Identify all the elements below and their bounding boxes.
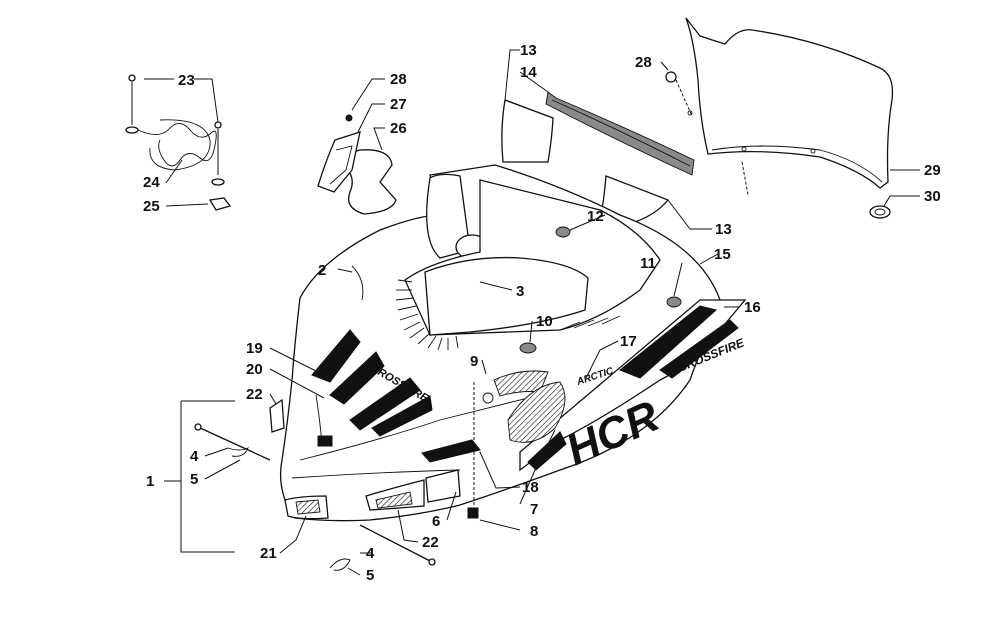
callout-24: 24 — [143, 174, 160, 191]
hood-body — [279, 164, 721, 522]
callout-26: 26 — [390, 120, 407, 137]
tether-cable — [125, 74, 232, 211]
windshield — [685, 17, 894, 189]
callout-9: 9 — [470, 353, 478, 370]
hood-pin-upper — [194, 423, 271, 461]
callout-28: 28 — [390, 71, 407, 88]
callout-23: 23 — [178, 72, 195, 89]
callout-8: 8 — [530, 523, 538, 540]
nose-lens — [284, 495, 329, 520]
callout-5-b: 5 — [366, 567, 374, 584]
callout-13-b: 13 — [715, 221, 732, 238]
callout-13: 13 — [520, 42, 537, 59]
callout-10: 10 — [536, 313, 553, 330]
callouts: 23 24 25 28 27 26 13 14 28 29 30 12 13 2… — [143, 42, 941, 584]
callout-18: 18 — [522, 479, 539, 496]
callout-17: 17 — [620, 333, 637, 350]
leader-lines — [144, 49, 920, 576]
hood-pin-lower — [329, 524, 436, 571]
callout-4-b: 4 — [366, 545, 375, 562]
callout-19: 19 — [246, 340, 263, 357]
fastener-9 — [467, 382, 494, 519]
callout-29: 29 — [924, 162, 941, 179]
callout-22-b: 22 — [422, 534, 439, 551]
callout-25: 25 — [143, 198, 160, 215]
callout-30: 30 — [924, 188, 941, 205]
callout-5: 5 — [190, 471, 198, 488]
callout-20: 20 — [246, 361, 263, 378]
callout-3: 3 — [516, 283, 524, 300]
callout-4: 4 — [190, 448, 199, 465]
vent-cover — [317, 114, 397, 215]
windshield-trim — [545, 91, 695, 176]
callout-16: 16 — [744, 299, 761, 316]
mesh-grille — [493, 370, 566, 443]
callout-15: 15 — [714, 246, 731, 263]
grommet — [869, 205, 891, 219]
headlight-lens — [269, 398, 461, 511]
callout-2: 2 — [318, 262, 326, 279]
small-decal — [421, 439, 481, 463]
callout-27: 27 — [390, 96, 407, 113]
decal-pads — [519, 226, 682, 354]
callout-11: 11 — [640, 255, 656, 272]
callout-21: 21 — [260, 545, 277, 562]
windshield-screw — [665, 71, 749, 196]
callout-1: 1 — [146, 473, 154, 490]
callout-22: 22 — [246, 386, 263, 403]
callout-14: 14 — [520, 64, 537, 81]
callout-6: 6 — [432, 513, 440, 530]
callout-12: 12 — [587, 208, 604, 225]
callout-28-b: 28 — [635, 54, 652, 71]
callout-7: 7 — [530, 501, 538, 518]
